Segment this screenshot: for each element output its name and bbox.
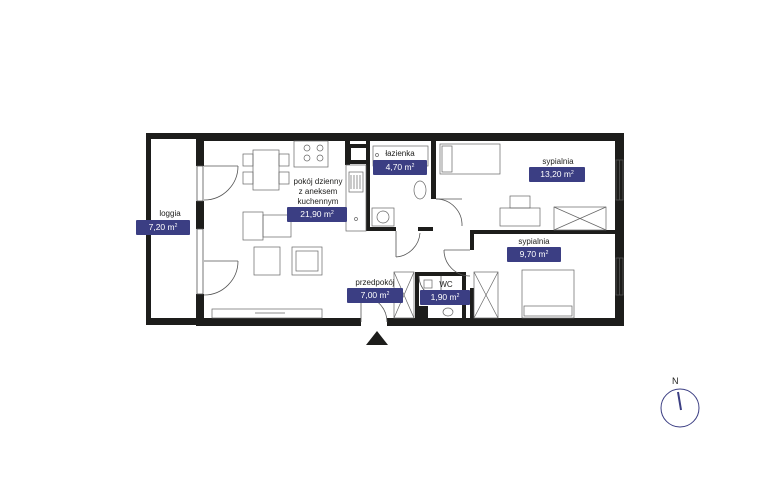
compass-north-label: N xyxy=(672,376,679,386)
area-badge-bathroom: 4,70 m2 xyxy=(373,160,427,175)
room-label-bedroom2: sypialnia xyxy=(518,237,550,246)
furniture xyxy=(211,140,607,319)
exterior-walls xyxy=(196,133,624,326)
room-label-bathroom: łazienka xyxy=(385,149,415,158)
area-badge-hall: 7,00 m2 xyxy=(347,288,403,303)
windows xyxy=(196,159,624,296)
area-badge-loggia: 7,20 m2 xyxy=(136,220,190,235)
room-label-wc: WC xyxy=(439,280,453,289)
entrance-arrow-icon xyxy=(366,331,388,345)
room-label-bedroom1: sypialnia xyxy=(542,157,574,166)
area-badge-wc: 1,90 m2 xyxy=(420,290,470,305)
compass-icon xyxy=(660,388,700,428)
area-badge-living: 21,90 m2 xyxy=(287,207,347,222)
room-label-hall: przedpokój xyxy=(355,278,395,287)
area-badge-bedroom2: 9,70 m2 xyxy=(507,247,561,262)
room-label-living-line3: kuchennym xyxy=(297,197,339,206)
room-label-loggia: loggia xyxy=(159,209,181,218)
loggia-doors xyxy=(203,165,239,296)
room-label-living-line1: pokój dzienny xyxy=(293,177,343,186)
room-label-living-line2: z aneksem xyxy=(298,187,338,196)
area-badge-bedroom1: 13,20 m2 xyxy=(529,167,585,182)
